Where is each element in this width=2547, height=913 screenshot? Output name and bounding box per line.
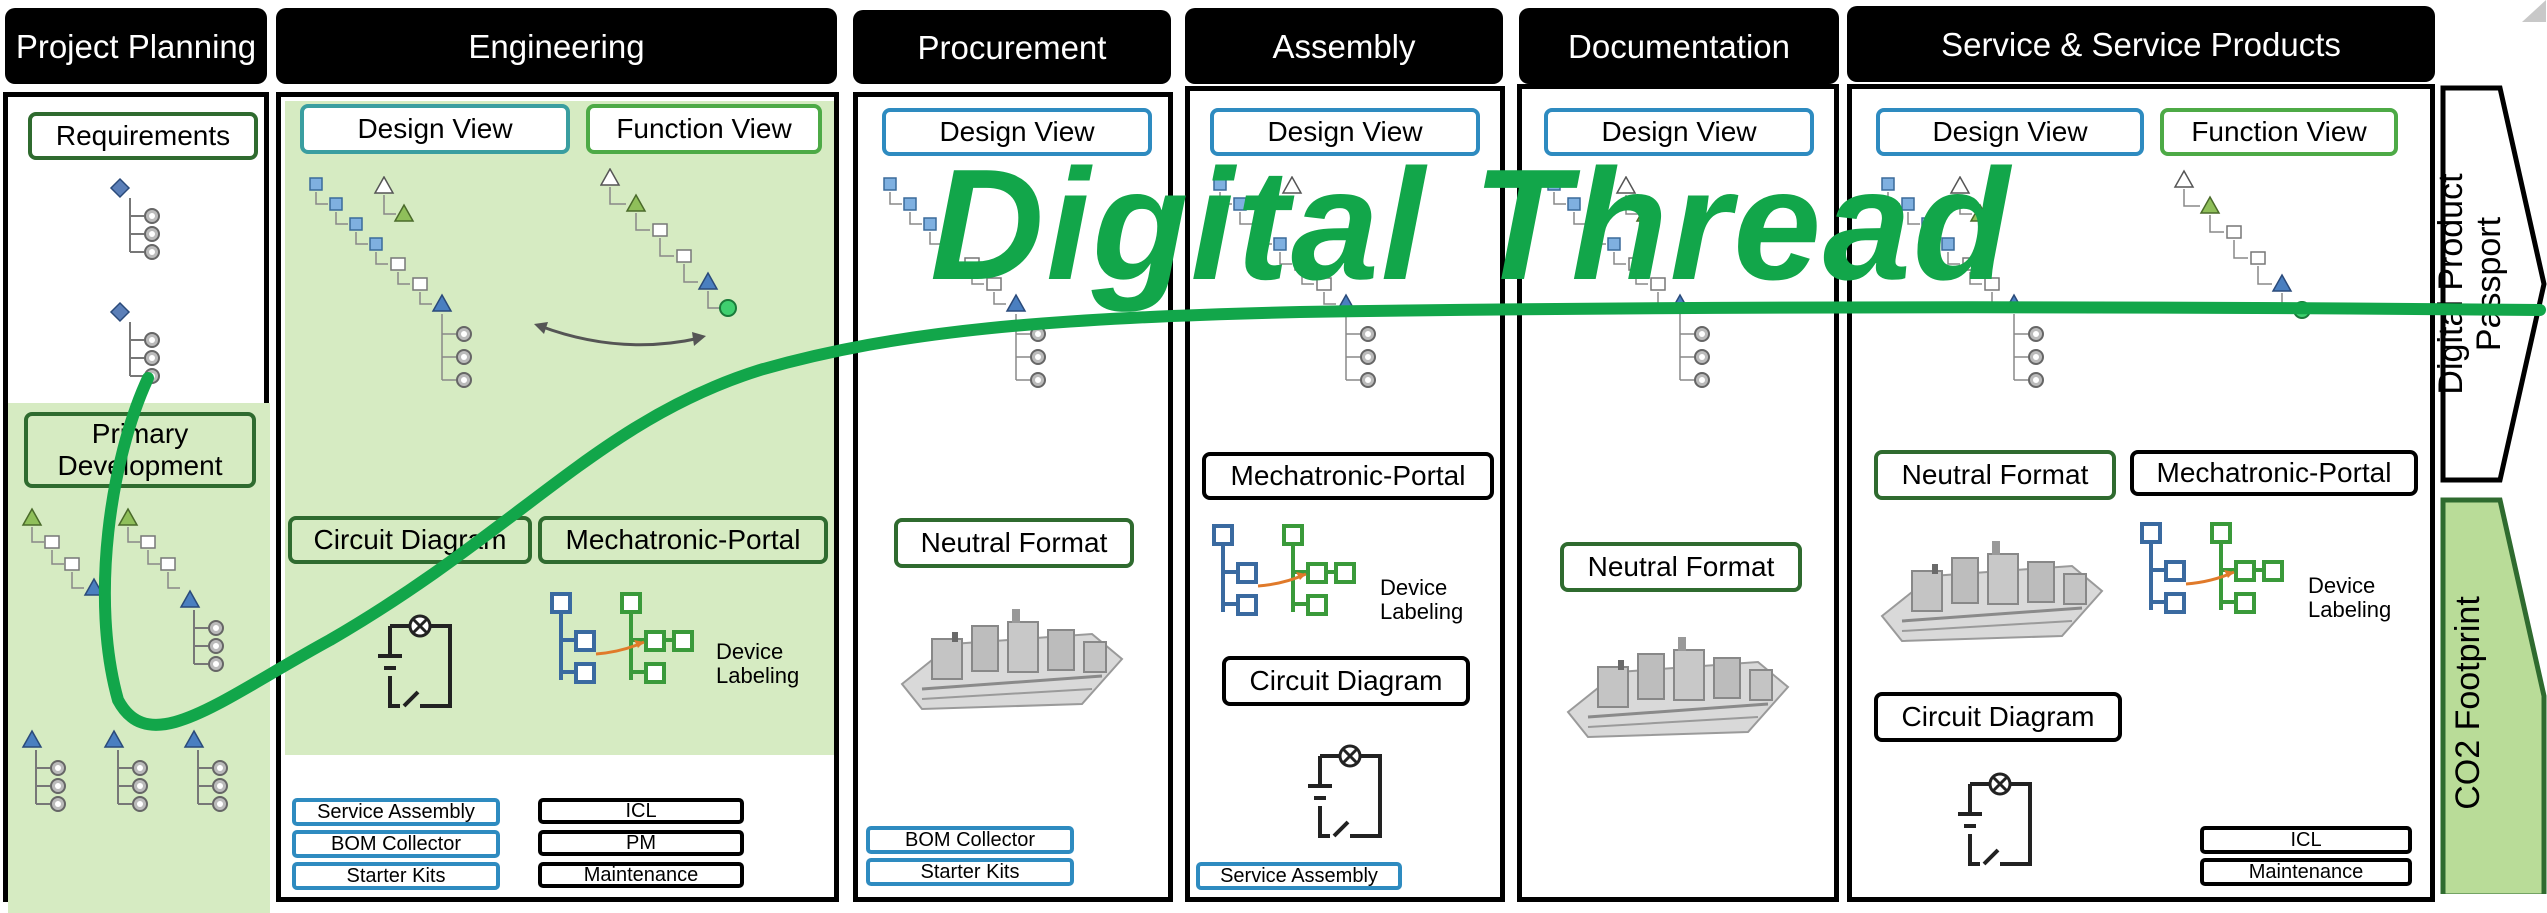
- engineering-function-view-label: Function View: [586, 104, 822, 154]
- chip-bom-collector: BOM Collector: [292, 830, 500, 858]
- procurement-chip-starter-kits: Starter Kits: [866, 858, 1074, 886]
- service-neutral-format-label: Neutral Format: [1874, 450, 2116, 500]
- co2-footprint-label: CO2 Footprint: [2449, 596, 2487, 810]
- service-chip-maintenance: Maintenance: [2200, 858, 2412, 886]
- service-mechatronic-portal-label: Mechatronic-Portal: [2130, 450, 2418, 496]
- procurement-design-view-label: Design View: [882, 108, 1152, 156]
- engineering-circuit-diagram-label: Circuit Diagram: [288, 516, 532, 564]
- service-chip-icl: ICL: [2200, 826, 2412, 854]
- procurement-machine-image: [892, 602, 1134, 716]
- phase-header-project-planning: Project Planning: [5, 8, 267, 84]
- digital-thread-title: Digital Thread: [930, 137, 2012, 313]
- service-function-view-label: Function View: [2160, 108, 2398, 156]
- engineering-design-tree-icon: [308, 176, 568, 436]
- assembly-mechatronic-portal-label: Mechatronic-Portal: [1202, 452, 1494, 500]
- engineering-circuit-icon: [376, 614, 452, 708]
- view-link-arrow: [534, 322, 706, 347]
- procurement-neutral-format-label: Neutral Format: [894, 518, 1134, 568]
- phase-header-assembly: Assembly: [1185, 8, 1503, 84]
- service-device-labeling-icon: [2140, 522, 2284, 614]
- primary-development-tree-icon: [22, 508, 258, 880]
- service-device-labeling-text: Device Labeling: [2308, 573, 2392, 622]
- corner-triangle-icon: [2522, 0, 2546, 22]
- assembly-chip-service-assembly: Service Assembly: [1196, 862, 1402, 890]
- primary-development-label: Primary Development: [24, 412, 256, 488]
- engineering-mechatronic-portal-label: Mechatronic-Portal: [538, 516, 828, 564]
- phase-header-engineering: Engineering: [276, 8, 837, 84]
- documentation-machine-image: [1558, 630, 1800, 744]
- chip-service-assembly: Service Assembly: [292, 798, 500, 826]
- service-circuit-diagram-label: Circuit Diagram: [1874, 692, 2122, 742]
- documentation-design-tree-icon: [1546, 176, 1806, 436]
- engineering-device-labeling-text: Device Labeling: [716, 639, 800, 688]
- digital-product-passport-label: Digital Product Passport: [2432, 173, 2508, 395]
- chip-pm: PM: [538, 830, 744, 856]
- assembly-device-labeling-icon: [1212, 524, 1356, 616]
- assembly-design-view-label: Design View: [1210, 108, 1480, 156]
- chip-starter-kits: Starter Kits: [292, 862, 500, 890]
- chip-maintenance: Maintenance: [538, 862, 744, 888]
- chip-icl: ICL: [538, 798, 744, 824]
- requirements-tree-icon: [110, 178, 180, 400]
- phase-header-procurement: Procurement: [853, 10, 1171, 84]
- phase-header-documentation: Documentation: [1519, 8, 1839, 84]
- service-design-tree-icon: [1880, 176, 2140, 436]
- procurement-chip-bom-collector: BOM Collector: [866, 826, 1074, 854]
- service-function-tree-icon: [2164, 164, 2364, 404]
- documentation-design-view-label: Design View: [1544, 108, 1814, 156]
- documentation-neutral-format-label: Neutral Format: [1560, 542, 1802, 592]
- engineering-design-view-label: Design View: [300, 104, 570, 154]
- requirements-label: Requirements: [28, 112, 258, 160]
- service-circuit-icon: [1956, 772, 2032, 866]
- assembly-device-labeling-text: Device Labeling: [1380, 575, 1464, 624]
- assembly-circuit-diagram-label: Circuit Diagram: [1222, 656, 1470, 706]
- assembly-circuit-icon: [1306, 744, 1382, 838]
- phase-header-service: Service & Service Products: [1847, 6, 2435, 82]
- service-design-view-label: Design View: [1876, 108, 2144, 156]
- engineering-device-labeling-icon: [550, 592, 694, 684]
- service-machine-image: [1872, 534, 2114, 648]
